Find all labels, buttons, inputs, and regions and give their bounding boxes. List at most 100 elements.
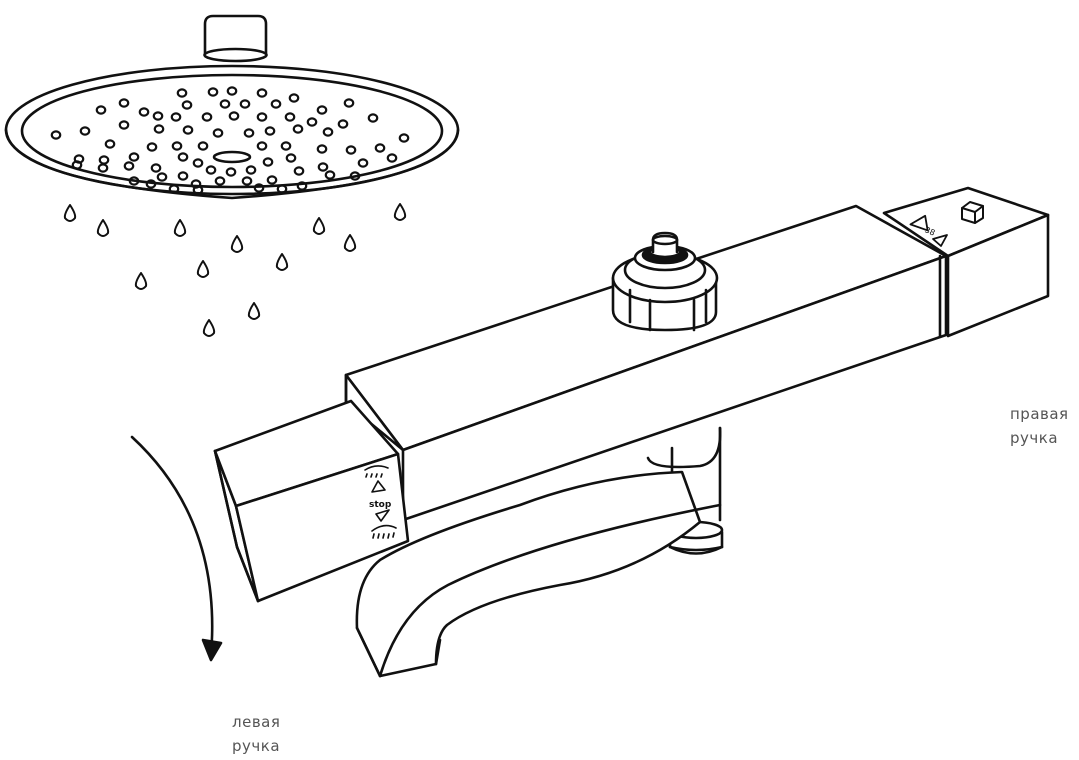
shower-head: [4, 14, 460, 200]
nozzle: [398, 133, 410, 143]
left-handle[interactable]: stop: [213, 399, 410, 603]
stop-mark: stop: [369, 500, 392, 510]
nozzle: [345, 145, 357, 155]
water-drop: [202, 319, 216, 337]
nozzle: [97, 163, 109, 173]
nozzle: [256, 141, 268, 151]
nozzle: [306, 117, 318, 127]
nozzle: [386, 153, 398, 163]
water-drop: [312, 217, 326, 235]
outlet-nut: [611, 231, 719, 332]
nozzle: [324, 170, 336, 180]
nozzle: [241, 176, 253, 186]
nozzle: [138, 107, 150, 117]
nozzle: [276, 184, 288, 194]
nozzle: [245, 165, 257, 175]
water-drop: [393, 203, 407, 221]
water-drops: [63, 203, 407, 337]
nozzle: [118, 120, 130, 130]
nozzle: [201, 112, 213, 122]
water-drop: [96, 219, 110, 237]
water-drop: [247, 302, 261, 320]
spout: [355, 426, 724, 678]
right-handle-label-line-2: ручка: [1010, 429, 1059, 447]
nozzle: [253, 183, 265, 193]
nozzle: [337, 119, 349, 129]
nozzle: [192, 185, 204, 195]
nozzle: [156, 172, 168, 182]
nozzle: [270, 99, 282, 109]
nozzle: [214, 176, 226, 186]
nozzle: [292, 124, 304, 134]
nozzle: [197, 141, 209, 151]
right-handle-label: правая ручка: [1010, 402, 1069, 450]
rain-icon: [364, 465, 389, 478]
left-handle-label: левая ручка: [232, 710, 280, 758]
nozzle: [280, 141, 292, 151]
water-drop: [134, 272, 148, 290]
water-drop: [196, 260, 210, 278]
nozzle: [262, 157, 274, 167]
nozzle: [266, 175, 278, 185]
left-handle-front: [234, 452, 410, 603]
nozzle: [293, 166, 305, 176]
nozzle: [357, 158, 369, 168]
right-handle-front: [946, 213, 1050, 338]
shower-spray-icon: [371, 524, 397, 539]
nozzle: [349, 171, 361, 181]
shower-head-face: [20, 73, 444, 189]
cube-icon: [961, 201, 984, 224]
temperature-mark: 38: [923, 225, 936, 237]
nozzle: [226, 86, 238, 96]
water-drop: [63, 204, 77, 222]
water-drop: [343, 234, 357, 252]
nozzle: [296, 181, 308, 191]
shower-nozzles: [50, 86, 410, 195]
nozzle: [322, 127, 334, 137]
nozzle: [71, 160, 83, 170]
nozzle: [212, 128, 224, 138]
rotation-arrow: [130, 435, 223, 662]
left-handle-label-line-2: ручка: [232, 737, 281, 755]
nozzle: [243, 128, 255, 138]
arrow-up-icon: [371, 480, 386, 493]
water-drop: [230, 235, 244, 253]
nozzle: [225, 167, 237, 177]
temperature-arrows-icon: [909, 214, 948, 247]
nozzle: [177, 152, 189, 162]
shower-head-mount: [203, 14, 268, 63]
nozzle: [284, 112, 296, 122]
nozzle: [177, 171, 189, 181]
nozzle: [285, 153, 297, 163]
nozzle: [256, 112, 268, 122]
nozzle: [343, 98, 355, 108]
nozzle: [153, 124, 165, 134]
nozzle: [264, 126, 276, 136]
nozzle: [152, 111, 164, 121]
nozzle: [239, 99, 251, 109]
right-handle[interactable]: 38: [882, 186, 1050, 338]
nozzle: [219, 99, 231, 109]
left-handle-label-line-1: левая: [232, 713, 281, 731]
water-drop: [173, 219, 187, 237]
nozzle: [205, 165, 217, 175]
nozzle: [168, 184, 180, 194]
right-handle-label-line-1: правая: [1010, 405, 1069, 423]
nozzle: [146, 142, 158, 152]
nozzle: [171, 141, 183, 151]
nozzle: [316, 105, 328, 115]
nozzle: [95, 105, 107, 115]
nozzle: [145, 179, 157, 189]
nozzle: [256, 88, 268, 98]
arrow-down-icon: [375, 509, 390, 522]
nozzle: [50, 130, 62, 140]
nozzle: [192, 158, 204, 168]
nozzle: [288, 93, 300, 103]
nozzle: [79, 126, 91, 136]
nozzle: [150, 163, 162, 173]
water-drop: [275, 253, 289, 271]
nozzle: [128, 152, 140, 162]
nozzle: [118, 98, 130, 108]
nozzle: [228, 111, 240, 121]
